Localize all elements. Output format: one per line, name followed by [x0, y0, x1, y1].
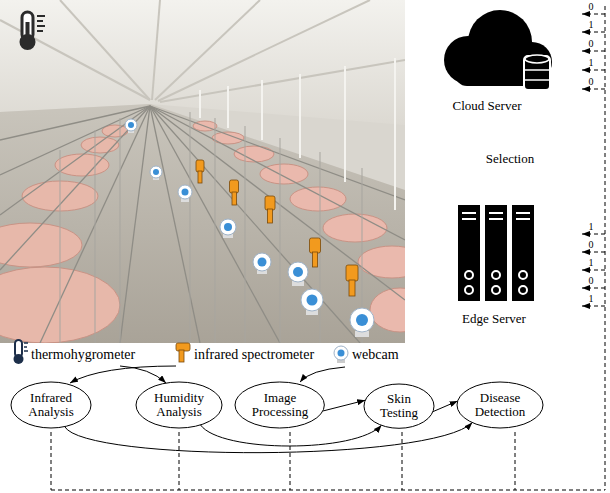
process-ellipse: Infrared Analysis: [10, 381, 92, 429]
process-ellipse: Humidity Analysis: [135, 381, 223, 429]
ellipse-label: Image Processing: [252, 391, 308, 420]
flow-arrow: [323, 400, 365, 411]
selection-bit: 0: [589, 38, 594, 49]
cloud-server-icon: [444, 10, 552, 90]
selection-bit: 1: [589, 257, 594, 268]
server-label: Cloud Server: [453, 99, 522, 113]
selection-bit: 0: [589, 275, 594, 286]
sensor-arrows: [70, 366, 345, 383]
thermohygrometer-symbol: [14, 340, 29, 364]
selection-bit: 1: [589, 221, 594, 232]
ellipse-label: Skin Testing: [380, 392, 418, 421]
webcam-symbols: [125, 119, 374, 337]
flow-arrow: [433, 401, 458, 412]
ellipse-text-group: Image Processing: [252, 391, 308, 420]
ellipse-text-group: Humidity Analysis: [154, 391, 204, 420]
edge-server-icon: [458, 205, 534, 301]
ellipse-label: Humidity Analysis: [154, 391, 204, 420]
thermometer-icon: [20, 12, 46, 50]
ellipse-label: Disease Detection: [475, 391, 526, 420]
selection-lines: [582, 6, 605, 490]
selection-bit: 1: [589, 293, 594, 304]
selection-bit: 1: [589, 19, 594, 30]
server-label: Edge Server: [462, 312, 526, 326]
process-ellipse: Image Processing: [234, 381, 325, 429]
process-ellipse: Skin Testing: [363, 383, 435, 429]
selection-bit: 1: [589, 57, 594, 68]
legend-text: thermohygrometer: [31, 347, 135, 362]
legend-text: infrared spectrometer: [194, 347, 314, 362]
ellipse-text-group: Infrared Analysis: [28, 391, 74, 420]
module-dashed-lines: [51, 432, 605, 490]
process-ellipse: Disease Detection: [456, 381, 544, 429]
server-label: Selection: [486, 152, 534, 166]
webcam-symbol: [334, 346, 348, 363]
selection-bit: 0: [589, 1, 594, 12]
ellipse-text-group: Disease Detection: [475, 391, 526, 420]
farm-photo: [0, 0, 405, 343]
infrared-gun-symbols: [196, 160, 358, 296]
ellipse-text-group: Skin Testing: [380, 392, 418, 421]
flow-arrow: [201, 425, 382, 446]
selection-bit: 0: [589, 76, 594, 87]
ellipse-label: Infrared Analysis: [28, 391, 74, 420]
legend-text: webcam: [352, 347, 399, 362]
selection-bit: 0: [589, 239, 594, 250]
infrared-spectrometer-symbol: [176, 343, 190, 362]
